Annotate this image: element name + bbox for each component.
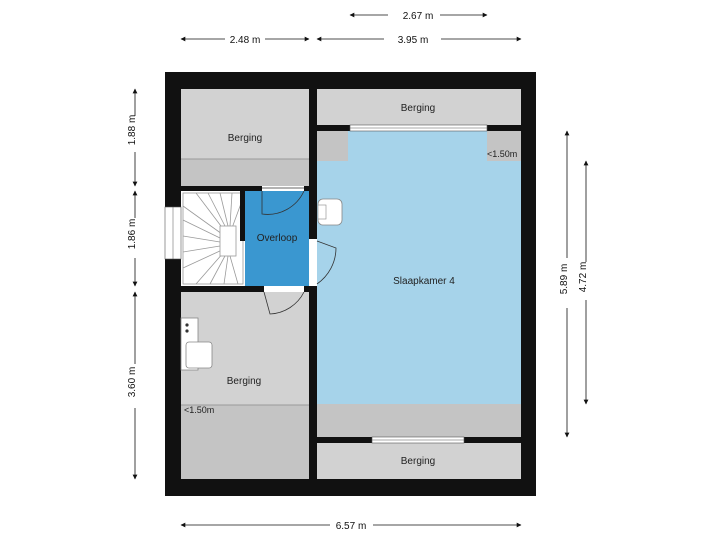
label-berging-bottom-right: Berging xyxy=(401,456,435,467)
room-berging-bottom-right xyxy=(317,443,521,479)
room-berging-bottom-left-low xyxy=(181,405,309,479)
label-berging-bottom-left: Berging xyxy=(227,376,261,387)
dim-left-middle: 1.86 m xyxy=(127,219,138,250)
room-berging-top-left-low xyxy=(181,159,309,186)
room-overloop xyxy=(245,191,309,286)
bedroom-low-zone-bottom xyxy=(317,404,521,437)
room-berging-top-right xyxy=(317,89,521,125)
label-berging-top-right: Berging xyxy=(401,103,435,114)
dim-right-inner: 4.72 m xyxy=(578,262,589,293)
label-berging-top-left: Berging xyxy=(228,133,262,144)
fixture-icon xyxy=(317,198,343,226)
bedroom-low-zone-right xyxy=(487,131,521,161)
dim-left-top: 1.88 m xyxy=(127,115,138,146)
dim-top-upper: 2.67 m xyxy=(403,11,434,22)
dim-top-left: 2.48 m xyxy=(230,35,261,46)
doors xyxy=(261,186,337,315)
cabinet-icon xyxy=(180,317,213,371)
bedroom-low-zone-left xyxy=(317,131,348,161)
room-slaapkamer xyxy=(317,131,521,404)
note-low-ceiling-right: <1.50m xyxy=(487,149,517,159)
dim-left-bottom: 3.60 m xyxy=(127,367,138,398)
dim-right-outer: 5.89 m xyxy=(559,264,570,295)
room-berging-top-left xyxy=(181,89,309,159)
label-slaapkamer: Slaapkamer 4 xyxy=(393,276,455,287)
dim-bottom: 6.57 m xyxy=(336,521,367,532)
note-low-ceiling-left: <1.50m xyxy=(184,405,214,415)
dimension-lines xyxy=(132,12,589,528)
label-overloop: Overloop xyxy=(257,233,298,244)
windows xyxy=(164,124,488,444)
dim-top-right: 3.95 m xyxy=(398,35,429,46)
